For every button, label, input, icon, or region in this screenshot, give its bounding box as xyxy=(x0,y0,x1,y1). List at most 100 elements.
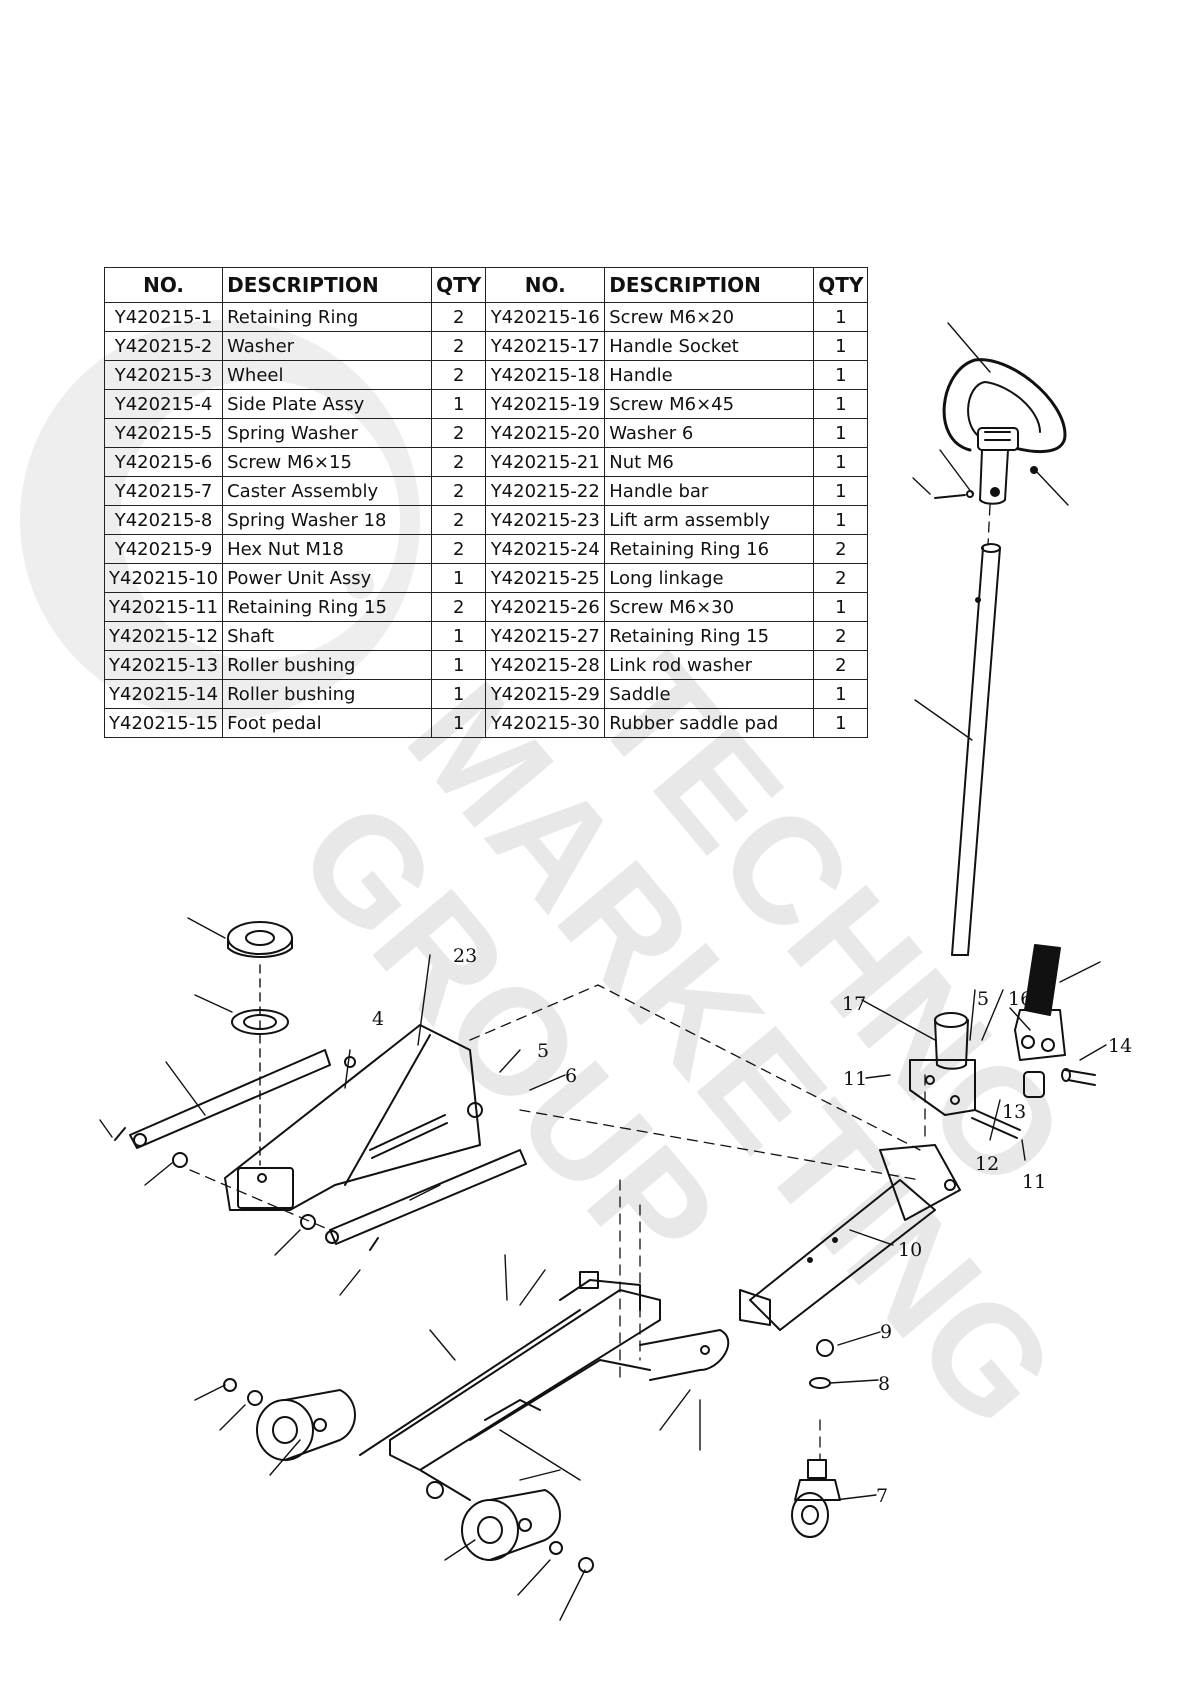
foot-pedal xyxy=(971,944,1096,1139)
dashed-assembly-lines xyxy=(189,504,991,1461)
callout-14: 14 xyxy=(1108,1035,1132,1057)
small-washers xyxy=(223,1378,594,1573)
handle-grip xyxy=(942,358,1067,454)
part-description: Power Unit Assy xyxy=(222,563,433,593)
part-no: Y420215-23 xyxy=(485,505,606,535)
callout-16: 16 xyxy=(1008,988,1032,1010)
part-no: Y420215-14 xyxy=(103,679,224,709)
part-description: Screw M6×30 xyxy=(604,592,815,622)
part-no: Y420215-3 xyxy=(103,360,224,390)
part-qty: 1 xyxy=(431,621,487,651)
callout-11-lower: 11 xyxy=(1022,1171,1046,1193)
part-description: Hex Nut M18 xyxy=(222,534,433,564)
callout-11-upper: 11 xyxy=(843,1068,867,1090)
callout-5-right: 5 xyxy=(977,988,989,1010)
callout-23: 23 xyxy=(453,945,477,967)
callout-12: 12 xyxy=(975,1153,999,1175)
part-qty: 1 xyxy=(813,505,869,535)
part-no: Y420215-24 xyxy=(485,534,606,564)
callout-8: 8 xyxy=(878,1373,890,1395)
part-no: Y420215-7 xyxy=(103,476,224,506)
part-no: Y420215-11 xyxy=(103,592,224,622)
part-description: Long linkage xyxy=(604,563,815,593)
part-no: Y420215-26 xyxy=(485,592,606,622)
part-description: Rubber saddle pad xyxy=(604,708,815,738)
long-linkages xyxy=(114,1049,527,1251)
part-qty: 1 xyxy=(431,650,487,680)
part-qty: 2 xyxy=(813,650,869,680)
leader-lines-lower-left xyxy=(99,954,701,1621)
callout-17: 17 xyxy=(842,993,866,1015)
part-no: Y420215-27 xyxy=(485,621,606,651)
part-no: Y420215-15 xyxy=(103,708,224,738)
part-qty: 1 xyxy=(431,563,487,593)
part-qty: 2 xyxy=(431,418,487,448)
part-no: Y420215-13 xyxy=(103,650,224,680)
caster-assembly xyxy=(791,1459,841,1538)
hex-nut-9 xyxy=(816,1339,834,1357)
part-description: Screw M6×20 xyxy=(604,302,815,332)
part-no: Y420215-4 xyxy=(103,389,224,419)
part-no: Y420215-25 xyxy=(485,563,606,593)
part-no: Y420215-28 xyxy=(485,650,606,680)
header-qty-1: QTY xyxy=(431,267,487,303)
leader-lines-upper-right xyxy=(829,322,1107,1501)
part-qty: 2 xyxy=(431,447,487,477)
part-no: Y420215-30 xyxy=(485,708,606,738)
rear-wheel-left xyxy=(256,1389,356,1461)
part-no: Y420215-6 xyxy=(103,447,224,477)
part-description: Lift arm assembly xyxy=(604,505,815,535)
part-qty: 1 xyxy=(431,708,487,738)
part-qty: 1 xyxy=(813,592,869,622)
parts-table: NO. DESCRIPTION QTY NO. DESCRIPTION QTY … xyxy=(103,267,869,738)
part-qty: 1 xyxy=(813,331,869,361)
callout-10: 10 xyxy=(898,1239,922,1261)
part-description: Handle Socket xyxy=(604,331,815,361)
callout-5-left: 5 xyxy=(537,1040,549,1062)
part-no: Y420215-29 xyxy=(485,679,606,709)
part-no: Y420215-2 xyxy=(103,331,224,361)
power-unit xyxy=(739,1144,961,1331)
header-no-2: NO. xyxy=(485,267,606,303)
frame xyxy=(359,1271,730,1501)
callout-numbers: 23 4 5 6 17 5 16 14 11 13 12 11 10 9 8 7 xyxy=(372,945,1132,1507)
callout-9: 9 xyxy=(880,1321,892,1343)
lift-arm xyxy=(224,1024,483,1211)
rear-wheel-right xyxy=(461,1489,561,1561)
parts-table-header-row: NO. DESCRIPTION QTY NO. DESCRIPTION QTY xyxy=(103,267,869,303)
part-description: Spring Washer xyxy=(222,418,433,448)
part-no: Y420215-20 xyxy=(485,418,606,448)
part-description: Screw M6×45 xyxy=(604,389,815,419)
callout-6: 6 xyxy=(565,1065,577,1087)
part-description: Retaining Ring 15 xyxy=(222,592,433,622)
part-description: Foot pedal xyxy=(222,708,433,738)
callout-4: 4 xyxy=(372,1008,384,1030)
callout-13: 13 xyxy=(1002,1101,1026,1123)
part-qty: 2 xyxy=(813,621,869,651)
header-description-2: DESCRIPTION xyxy=(604,267,815,303)
part-no: Y420215-16 xyxy=(485,302,606,332)
part-no: Y420215-22 xyxy=(485,476,606,506)
part-description: Roller bushing xyxy=(222,679,433,709)
part-description: Spring Washer 18 xyxy=(222,505,433,535)
part-description: Handle xyxy=(604,360,815,390)
part-no: Y420215-10 xyxy=(103,563,224,593)
part-no: Y420215-12 xyxy=(103,621,224,651)
part-description: Link rod washer xyxy=(604,650,815,680)
part-description: Screw M6×15 xyxy=(222,447,433,477)
part-description: Retaining Ring 15 xyxy=(604,621,815,651)
part-qty: 1 xyxy=(813,447,869,477)
part-description: Side Plate Assy xyxy=(222,389,433,419)
